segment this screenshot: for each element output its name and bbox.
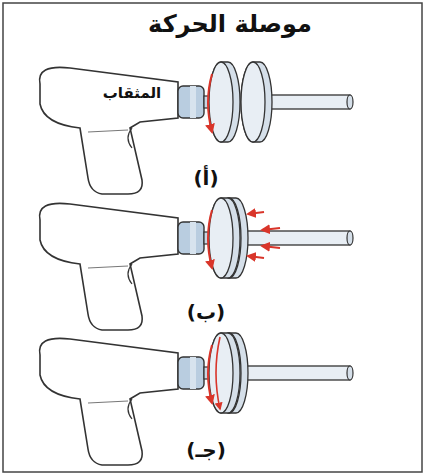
part-label: المثقاب [103,84,161,102]
panel-letter: (ب) [187,300,225,324]
diagram-title: موصلة الحركة [148,10,312,39]
panel-letter: (أ) [193,166,218,190]
panel-letter: (جـ) [186,438,226,462]
